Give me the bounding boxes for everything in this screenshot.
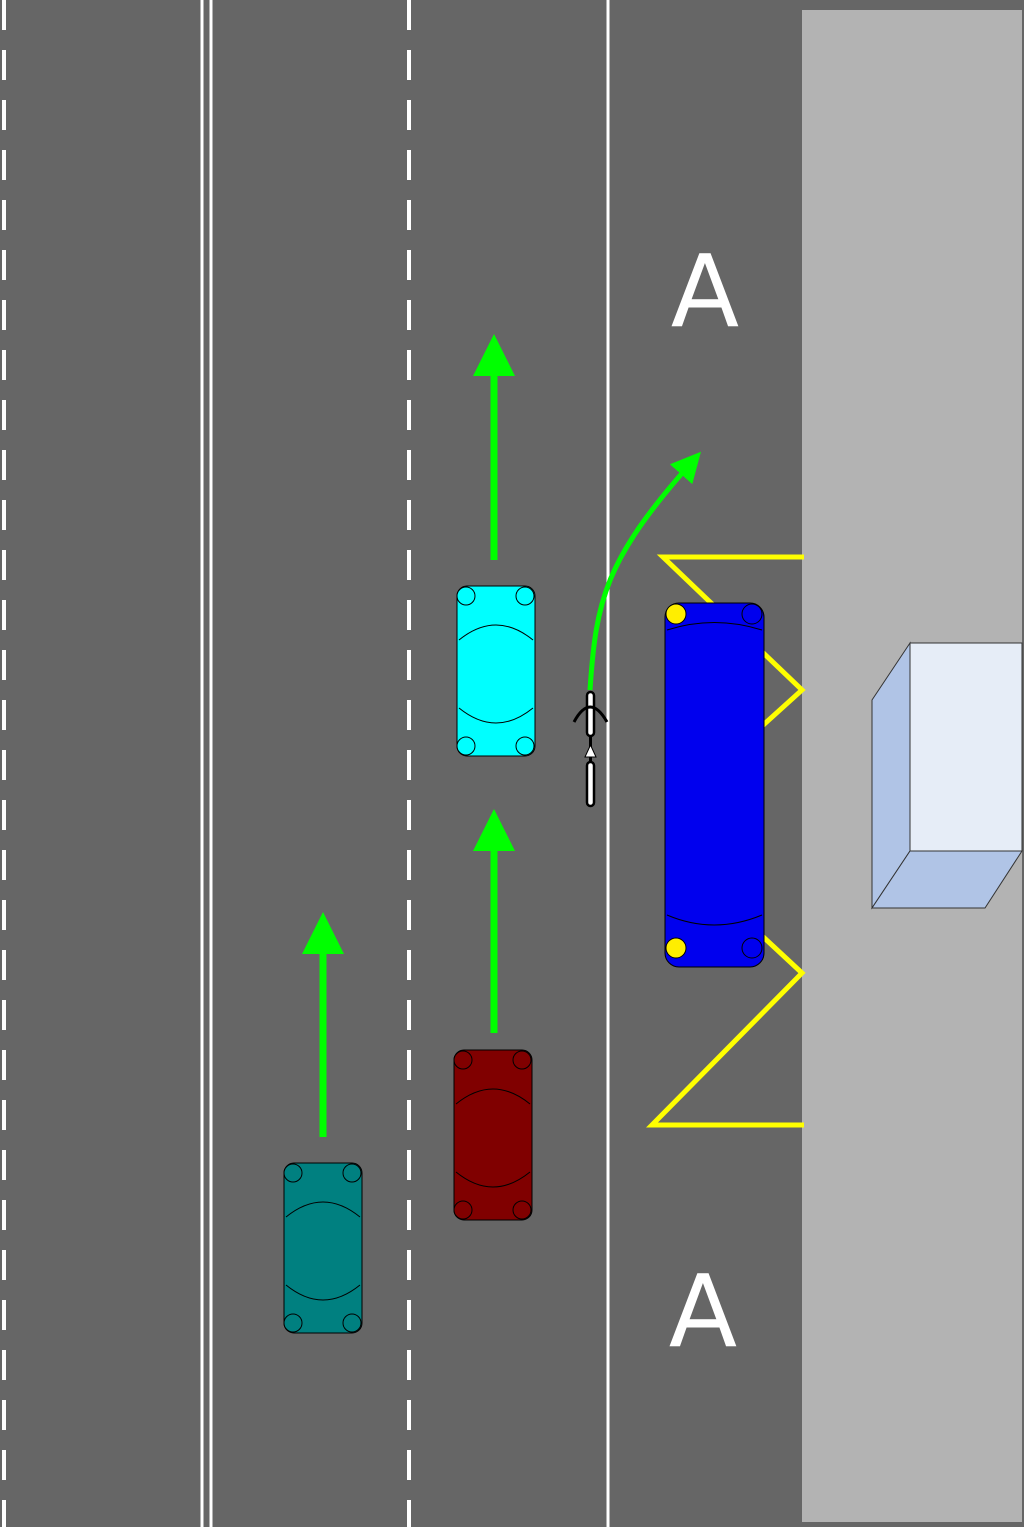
bus-blue-body [664, 602, 765, 968]
bus-shelter [871, 641, 1023, 910]
bus-blue-wheel [741, 603, 763, 625]
car-cyan-rear [458, 707, 534, 724]
bus-blue [664, 602, 765, 968]
bus-shelter-front [909, 642, 1023, 852]
bicycle-rear-wheel [585, 760, 596, 808]
car-teal-roof [285, 1201, 361, 1218]
bus-blue-indicator-light [665, 937, 687, 959]
car-red-body [453, 1049, 533, 1221]
car-cyan-wheel [456, 586, 476, 606]
bus-blue-wheel [741, 937, 763, 959]
car-cyan-wheel [456, 736, 476, 756]
car-cyan-body [456, 585, 536, 757]
car-teal-wheel [342, 1313, 362, 1333]
car-red-wheel [512, 1050, 532, 1070]
car-red [453, 1049, 533, 1221]
bus-lane-label-top: A [671, 233, 739, 350]
car-cyan [456, 585, 536, 757]
car-teal-wheel [283, 1163, 303, 1183]
bus-blue-rear-line [666, 914, 763, 926]
bicycle-rider-arrow [584, 743, 597, 758]
bus-blue-indicator-light [665, 603, 687, 625]
car-teal-wheel [342, 1163, 362, 1183]
car-cyan-roof [458, 624, 534, 641]
car-teal-wheel [283, 1313, 303, 1333]
bus-lane-label-bottom: A [669, 1253, 737, 1370]
car-teal-body [283, 1162, 363, 1334]
car-red-roof [455, 1088, 531, 1105]
bicycle-handlebar [572, 705, 609, 723]
bicycle-front-wheel [585, 690, 596, 738]
car-cyan-wheel [515, 736, 535, 756]
bicycle [572, 690, 609, 808]
arrow-bicycle-curve [587, 451, 701, 691]
car-cyan-wheel [515, 586, 535, 606]
car-red-rear [455, 1171, 531, 1188]
car-red-wheel [453, 1200, 473, 1220]
car-red-wheel [512, 1200, 532, 1220]
bus-blue-front-line [666, 622, 763, 631]
car-red-wheel [453, 1050, 473, 1070]
car-teal [283, 1162, 363, 1334]
car-teal-rear [285, 1284, 361, 1301]
